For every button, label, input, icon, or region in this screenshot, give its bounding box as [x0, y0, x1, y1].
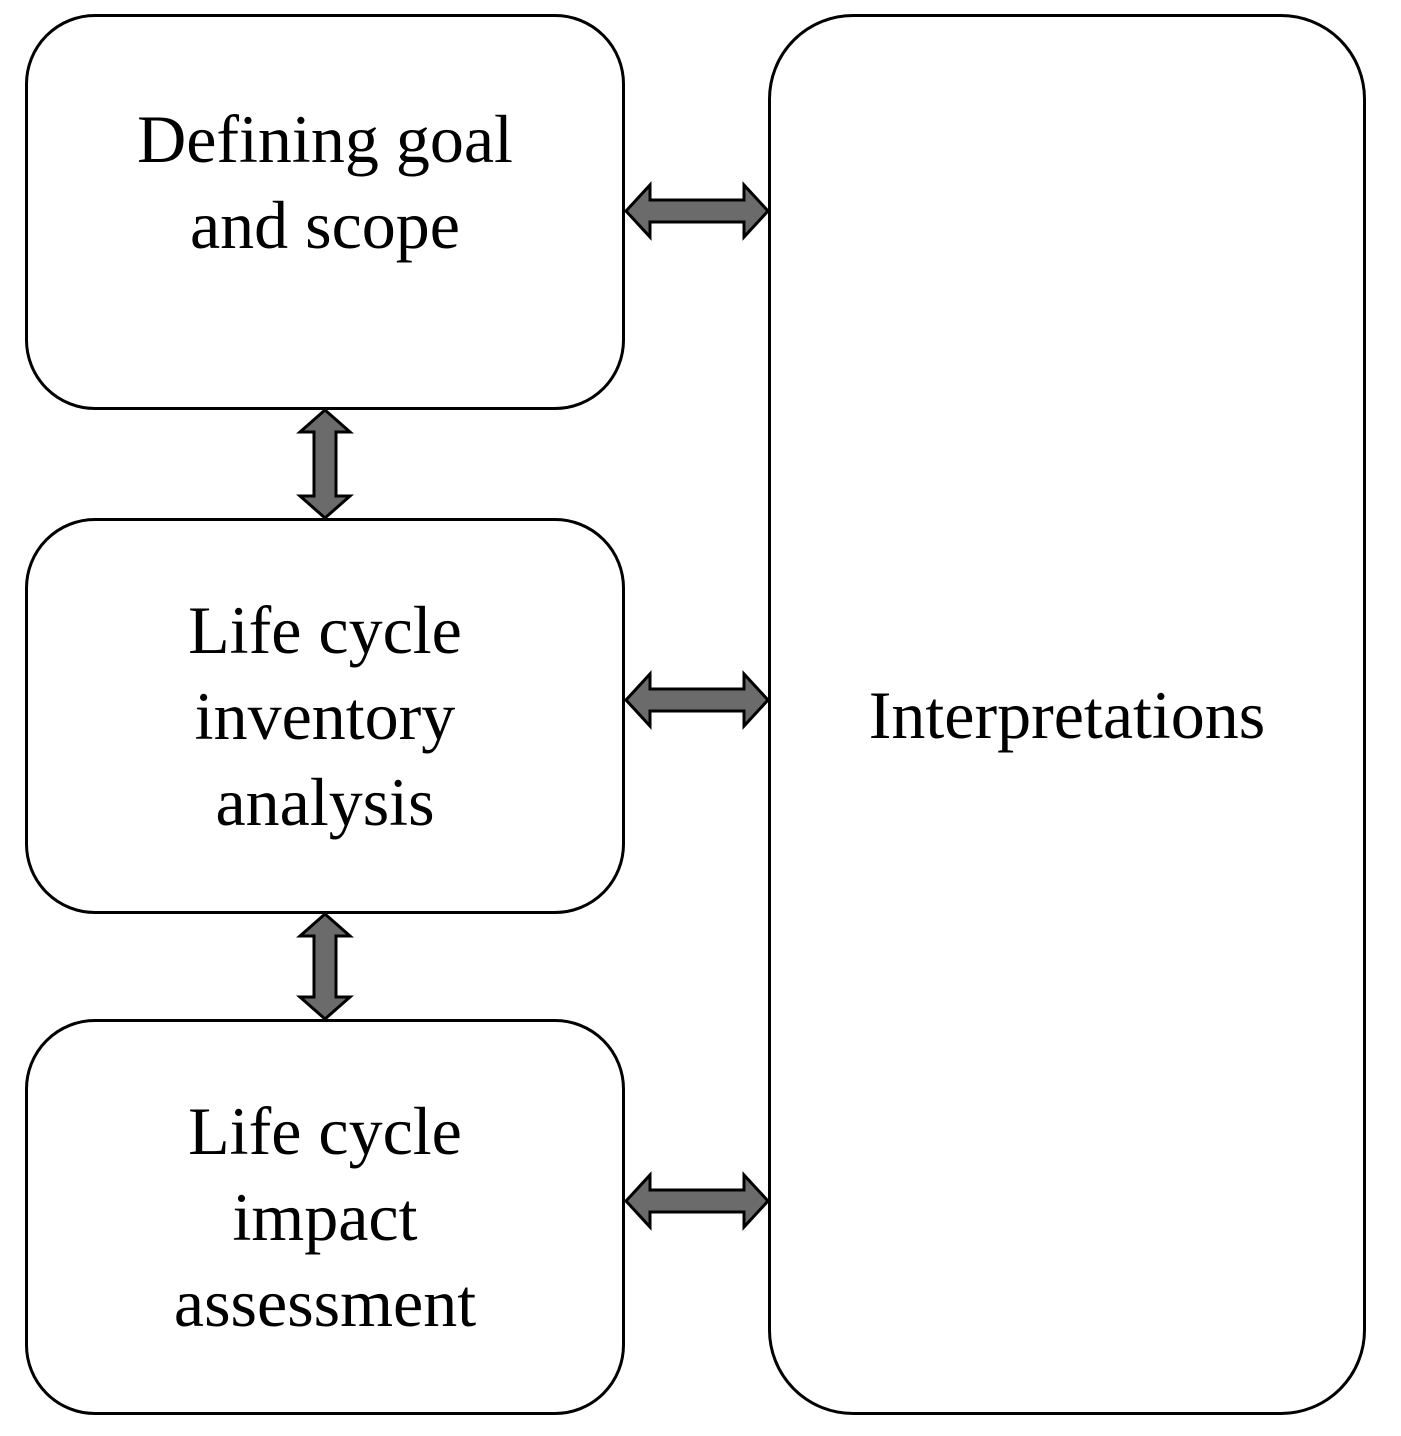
goal-and-scope-label: Defining goal and scope [137, 101, 513, 263]
interpretations-box: Interpretations [768, 14, 1366, 1415]
impact-assessment-label: Life cycle impact assessment [173, 1093, 477, 1341]
impact-assessment-box: Life cycle impact assessment [25, 1019, 625, 1415]
arrow-impact-interpretations [623, 1171, 771, 1231]
arrow-inventory-impact [296, 912, 354, 1021]
arrow-goal-inventory [296, 408, 354, 520]
interpretations-label: Interpretations [868, 676, 1266, 753]
inventory-analysis-label: Life cycle inventory analysis [188, 592, 462, 840]
arrow-goal-interpretations [623, 181, 771, 241]
inventory-analysis-box: Life cycle inventory analysis [25, 518, 625, 914]
arrow-inventory-interpretations [623, 670, 771, 730]
goal-and-scope-box: Defining goal and scope [25, 14, 625, 410]
